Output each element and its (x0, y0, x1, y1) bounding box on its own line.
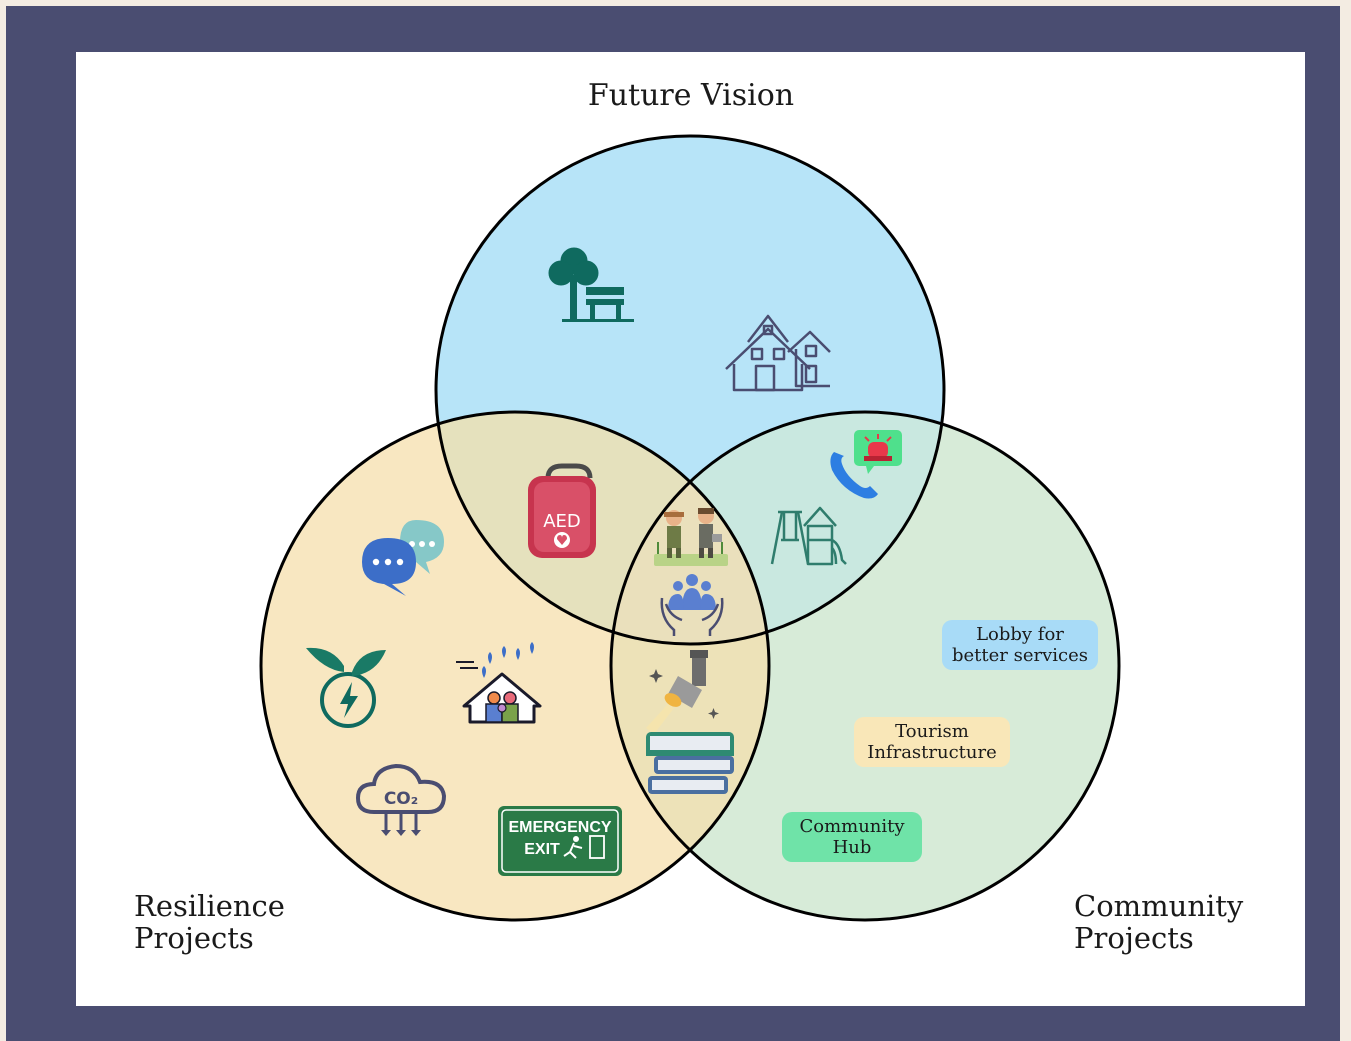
label-future-vision: Future Vision (587, 78, 795, 113)
emergency-exit-line2: EXIT (524, 841, 560, 858)
label-resilience-line2: Projects (134, 921, 254, 955)
label-community-line2: Projects (1074, 921, 1194, 955)
storm-shelter-icon (456, 642, 542, 724)
community-gardening-icon (654, 508, 728, 566)
green-energy-icon (306, 647, 386, 728)
emergency-exit-line1: EMERGENCY (508, 819, 611, 836)
label-community-projects: Community Projects (1074, 890, 1243, 954)
diagram-canvas: AED (76, 52, 1305, 1006)
page-frame: AED (6, 6, 1340, 1041)
houses-icon (725, 314, 831, 392)
tag-tourism-infrastructure: Tourism Infrastructure (854, 717, 1010, 767)
venn-diagram: AED (259, 134, 1121, 922)
co2-label: CO₂ (384, 789, 418, 809)
outline-right (609, 410, 1121, 922)
emergency-exit-icon: EMERGENCY EXIT (498, 806, 622, 876)
aed-kit-icon: AED (528, 463, 596, 558)
tag-lobby-line2: better services (951, 645, 1088, 666)
tag-hub-line1: Community (799, 816, 905, 837)
tag-tourism-line2: Infrastructure (867, 742, 997, 763)
label-community-line1: Community (1074, 889, 1244, 923)
tree-bench-icon (548, 247, 634, 322)
label-resilience-line1: Resilience (134, 889, 285, 923)
tag-hub-line2: Hub (832, 837, 872, 858)
spotlight-icon (646, 650, 719, 734)
label-resilience-projects: Resilience Projects (134, 890, 285, 954)
tag-tourism-line1: Tourism (895, 721, 969, 742)
tag-lobby-line1: Lobby for (976, 624, 1064, 645)
tag-community-hub: Community Hub (782, 812, 922, 862)
aed-label: AED (543, 511, 581, 532)
outline-top (434, 134, 946, 646)
overlap-top-right (611, 412, 944, 644)
tag-lobby-for-better-services: Lobby for better services (942, 620, 1098, 670)
community-care-icon (660, 574, 724, 636)
playground-icon (770, 506, 847, 566)
outline-left (259, 410, 771, 922)
chat-bubbles-icon (362, 520, 444, 596)
emergency-call-icon (830, 430, 902, 499)
co2-cloud-icon: CO₂ (355, 763, 447, 836)
overlap-top-left (436, 412, 769, 644)
books-icon (646, 732, 734, 794)
